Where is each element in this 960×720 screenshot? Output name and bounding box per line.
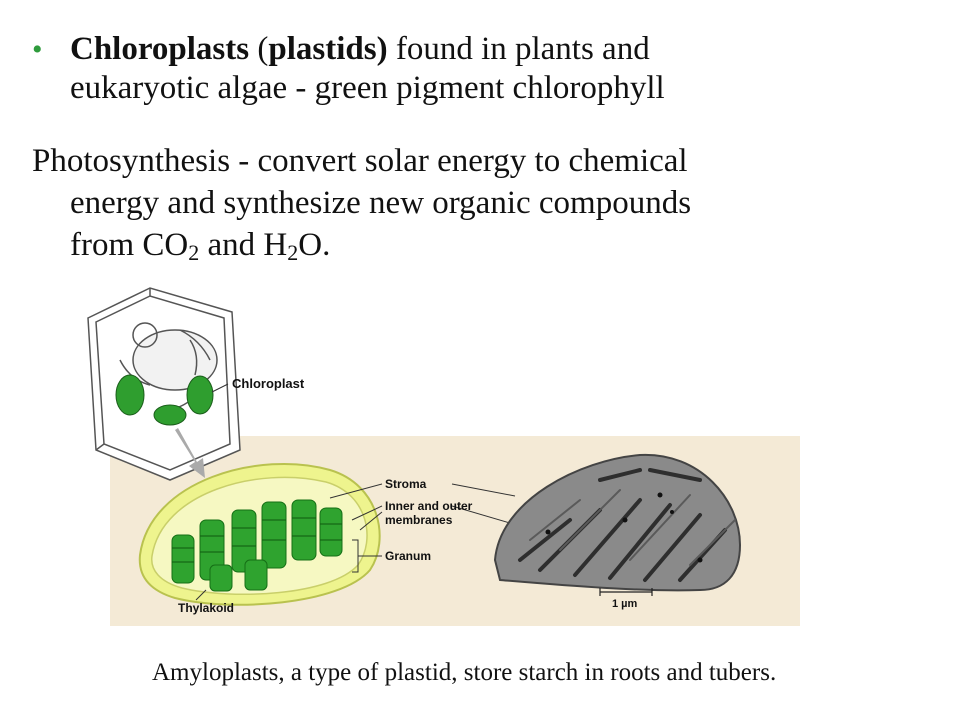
para-line-3: from CO2 and H2O. bbox=[32, 224, 892, 266]
electron-micrograph bbox=[493, 453, 742, 592]
label-scale: 1 µm bbox=[612, 598, 638, 610]
label-chloroplast: Chloroplast bbox=[232, 376, 305, 391]
label-thylakoid: Thylakoid bbox=[178, 601, 234, 615]
bullet-dot: • bbox=[32, 33, 43, 66]
plant-cell-drawing bbox=[87, 287, 241, 481]
cell-chloroplasts bbox=[115, 374, 214, 426]
label-membranes-2: membranes bbox=[385, 513, 453, 527]
bullet-rest-2: eukaryotic algae - green pigment chlorop… bbox=[70, 70, 665, 106]
label-granum: Granum bbox=[385, 549, 431, 563]
bullet-text: Chloroplasts (plastids) found in plants … bbox=[32, 30, 892, 108]
chloroplast-label-line bbox=[211, 383, 229, 393]
label-membranes-1: Inner and outer bbox=[385, 499, 473, 513]
term-chloroplasts: Chloroplasts bbox=[70, 31, 250, 67]
caption-amyloplasts: Amyloplasts, a type of plastid, store st… bbox=[152, 659, 777, 686]
para-o: O. bbox=[298, 227, 331, 263]
para-line-1: Photosynthesis - convert solar energy to… bbox=[32, 143, 688, 179]
para-and-h: and H bbox=[199, 227, 288, 263]
scale-bar bbox=[599, 588, 653, 596]
photosynthesis-paragraph: Photosynthesis - convert solar energy to… bbox=[32, 140, 892, 266]
para-line-2: energy and synthesize new organic compou… bbox=[70, 185, 692, 221]
bullet-rest-1: found in plants and bbox=[387, 31, 650, 67]
subscript-2b: 2 bbox=[287, 240, 299, 265]
chloroplast-cutaway bbox=[138, 463, 381, 606]
subscript-2a: 2 bbox=[188, 240, 200, 265]
zoom-arrow bbox=[175, 428, 205, 478]
bullet-item-chloroplasts: • Chloroplasts (plastids) found in plant… bbox=[32, 30, 892, 108]
label-stroma: Stroma bbox=[385, 477, 427, 491]
paren: ( bbox=[249, 31, 269, 67]
para-from-co: from CO bbox=[70, 227, 189, 263]
term-plastids: plastids) bbox=[268, 31, 388, 67]
